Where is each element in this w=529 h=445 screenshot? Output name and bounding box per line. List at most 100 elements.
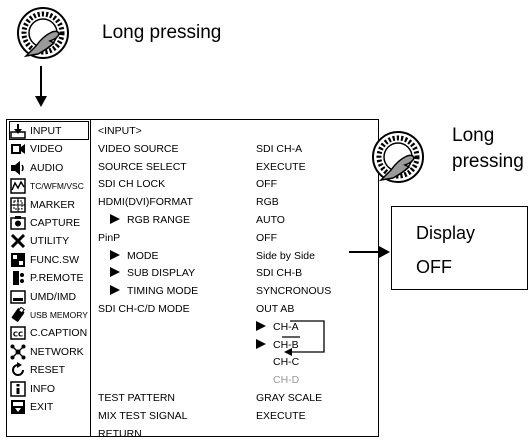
p-remote-icon [10, 270, 26, 286]
capture-icon [10, 215, 26, 231]
menu-item-value: OFF [256, 178, 277, 191]
sidebar-item-p-remote[interactable]: P.REMOTE [10, 270, 83, 286]
sidebar-item-network[interactable]: NETWORK [10, 344, 84, 360]
menu-item-label[interactable]: RGB RANGE [110, 214, 190, 226]
sidebar-item-label: VIDEO [30, 143, 63, 156]
menu-label-text: CH-A [273, 320, 299, 333]
sidebar-item-input[interactable]: INPUT [10, 123, 62, 139]
sidebar-item-exit[interactable]: EXIT [10, 399, 53, 415]
sidebar-item-umd-imd[interactable]: UMD/IMD [10, 289, 76, 305]
triangle-arrow-icon [110, 249, 120, 260]
sidebar-item-marker[interactable]: MARKER [10, 196, 75, 213]
exit-icon [10, 399, 26, 415]
sidebar-item-capture[interactable]: CAPTURE [10, 215, 80, 231]
menu-item-value: OFF [256, 231, 277, 244]
sidebar-item-label: TC/WFM/VSC [30, 181, 84, 192]
marker-icon [10, 196, 26, 213]
pressing-label-right: pressing [452, 151, 524, 172]
triangle-arrow-icon [256, 320, 266, 331]
channel-item[interactable]: CH-A [256, 320, 299, 333]
menu-label-text: CH-B [273, 338, 299, 351]
menu-item-label: VIDEO SOURCE [98, 142, 179, 155]
reset-icon [10, 362, 26, 378]
menu-item-label: TEST PATTERN [98, 392, 176, 404]
menu-label-text: MODE [127, 249, 159, 262]
display-box-line1: Display [416, 223, 476, 243]
menu-item-label[interactable]: SUB DISPLAY [110, 267, 195, 279]
tc-wfm-vsc-icon [10, 178, 26, 194]
menu-item-label: SDI CH-C/D MODE [98, 303, 190, 315]
audio-icon [10, 160, 26, 176]
sidebar-item-label: C.CAPTION [30, 327, 88, 340]
menu-item-value: AUTO [256, 214, 285, 226]
sidebar-item-label: NETWORK [30, 345, 84, 358]
menu-item-value: GRAY SCALE [256, 392, 323, 404]
sidebar-item-label: AUDIO [30, 161, 64, 174]
menu-label-text: TIMING MODE [127, 285, 199, 298]
sidebar-item-video[interactable]: VIDEO [10, 141, 63, 157]
menu-label-text: RGB RANGE [127, 214, 191, 226]
sidebar-item-label: EXIT [30, 401, 54, 413]
menu-item-value: RGB [256, 196, 279, 209]
umd-imd-icon [10, 289, 26, 305]
menu-item-label[interactable]: MODE [110, 249, 159, 262]
rotary-knob-icon-right [372, 131, 424, 183]
menu-item-label: SDI CH LOCK [98, 178, 166, 191]
sidebar-item-label: UTILITY [30, 235, 70, 248]
menu-item-label: RETURN [98, 427, 142, 440]
menu-item-value: Side by Side [256, 249, 315, 262]
menu-item-label[interactable]: TIMING MODE [110, 285, 198, 297]
menu-item-value: OUT AB [256, 303, 295, 315]
sidebar-item-c-caption[interactable]: CC C.CAPTION [10, 325, 87, 341]
menu-item-label: MIX TEST SIGNAL [98, 409, 188, 422]
channel-item: CH-D [273, 374, 300, 387]
channel-item: CH-C [273, 356, 300, 369]
sidebar-item-utility[interactable]: UTILITY [10, 233, 69, 249]
menu-item-value: EXECUTE [256, 409, 306, 422]
sidebar-item-info[interactable]: INFO [10, 380, 56, 397]
menu-item-label: HDMI(DVI)FORMAT [98, 196, 193, 209]
func-sw-icon [10, 252, 26, 268]
input-icon [10, 123, 26, 139]
menu-label-text: SUB DISPLAY [127, 267, 196, 280]
sidebar-item-func-sw[interactable]: FUNC.SW [10, 252, 79, 268]
sidebar-item-label: MARKER [30, 198, 75, 211]
long-pressing-label-top: Long pressing [102, 22, 222, 43]
menu-item-value: SYNCRONOUS [256, 285, 332, 298]
utility-icon [10, 233, 26, 249]
sidebar-item-label: INFO [30, 382, 56, 395]
video-icon [10, 141, 26, 157]
display-off-box: Display OFF [391, 206, 528, 290]
svg-text:CC: CC [13, 331, 23, 339]
channel-item[interactable]: CH-B [256, 338, 299, 351]
triangle-arrow-icon [256, 338, 266, 349]
triangle-arrow-icon [110, 285, 120, 296]
usb-memory-icon [10, 306, 26, 323]
selected-item-frame [9, 121, 89, 140]
menu-panel [6, 119, 379, 437]
sidebar-item-label: RESET [30, 364, 66, 377]
c-caption-icon: CC [10, 325, 26, 341]
menu-item-value: SDI CH-A [256, 142, 303, 155]
triangle-arrow-icon [110, 267, 120, 278]
sidebar-item-label: CAPTURE [30, 217, 81, 229]
sidebar-item-usb-memory[interactable]: USB MEMORY [10, 306, 88, 323]
menu-item-value: EXECUTE [256, 160, 306, 173]
rotary-knob-icon [17, 7, 69, 59]
network-icon [10, 344, 26, 360]
info-icon [10, 380, 26, 397]
sidebar-item-label: FUNC.SW [30, 253, 79, 266]
sidebar-item-audio[interactable]: AUDIO [10, 160, 63, 176]
menu-title: <INPUT> [98, 125, 142, 137]
sidebar-item-label: UMD/IMD [30, 290, 77, 303]
sidebar-item-label: INPUT [30, 125, 62, 137]
sidebar-item-reset[interactable]: RESET [10, 362, 65, 378]
menu-item-label: PinP [98, 231, 121, 244]
menu-item-value: SDI CH-B [256, 267, 303, 280]
menu-divider [90, 119, 91, 437]
channel-routing-lines [282, 320, 325, 356]
triangle-arrow-icon [110, 214, 120, 224]
menu-item-label: SOURCE SELECT [98, 160, 187, 173]
sidebar-item-tc-wfm-vsc[interactable]: TC/WFM/VSC [10, 178, 84, 194]
sidebar-item-label: P.REMOTE [30, 272, 84, 285]
